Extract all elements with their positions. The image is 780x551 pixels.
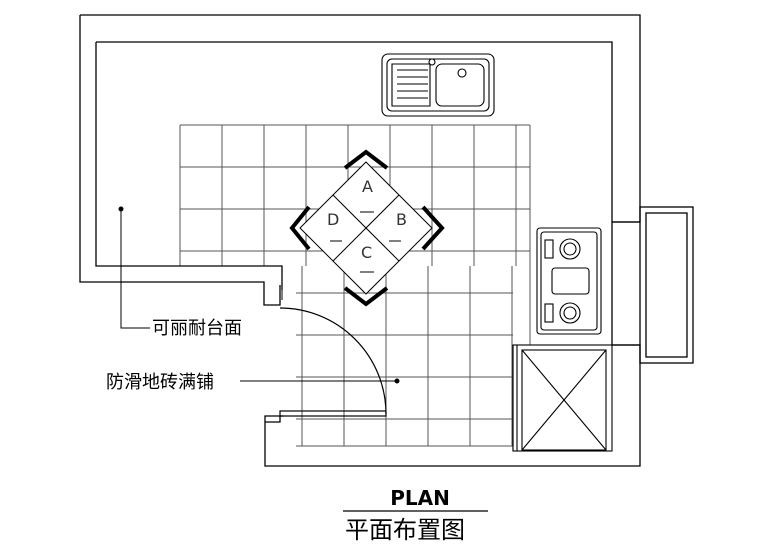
- medallion-label-b: B: [396, 210, 407, 229]
- floor-tile-label: 防滑地砖满铺: [106, 372, 214, 393]
- door: [279, 307, 387, 417]
- sink: [381, 53, 495, 117]
- floor-medallion: [289, 149, 445, 307]
- medallion-label-c: C: [361, 243, 372, 262]
- right-bay-window: [612, 206, 694, 364]
- floor-tile-grid: [179, 124, 531, 447]
- plan-title: PLAN: [390, 486, 450, 510]
- medallion-label-a: A: [362, 177, 373, 196]
- medallion-label-d: D: [327, 210, 339, 229]
- leader-lines: [118, 206, 400, 384]
- tall-cabinet: [512, 344, 613, 452]
- stove: [536, 227, 602, 335]
- countertop-label: 可丽耐台面: [152, 318, 242, 339]
- countertop-edges: [281, 222, 613, 345]
- plan-subtitle: 平面布置图: [345, 516, 465, 544]
